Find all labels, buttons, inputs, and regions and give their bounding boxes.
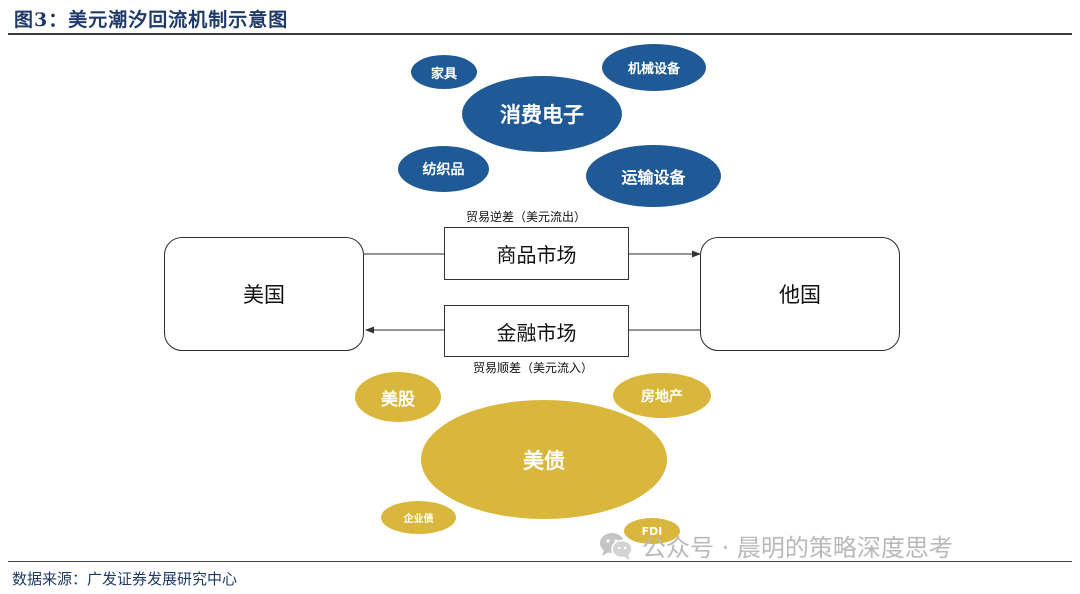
- figure-title: 图3：美元潮汐回流机制示意图: [14, 9, 289, 31]
- wechat-icon: [600, 532, 633, 560]
- financial-market-box: 金融市场: [444, 305, 629, 357]
- country-box-other: 他国: [700, 237, 900, 351]
- bubble-us-treasuries: 美债: [421, 400, 667, 519]
- bubble-us-treasuries-label: 美债: [523, 448, 565, 473]
- bubble-fdi-label: FDI: [641, 524, 663, 538]
- goods-market-box: 商品市场: [444, 227, 629, 280]
- trade-surplus-caption: 贸易顺差（美元流入）: [473, 361, 594, 375]
- country-label-other: 他国: [779, 283, 821, 307]
- bubble-consumer-electronics: 消费电子: [462, 76, 622, 152]
- watermark-text: 公众号 · 晨明的策略深度思考: [642, 534, 953, 562]
- bubble-corporate-bonds: 企业债: [381, 501, 456, 534]
- country-label-usa: 美国: [243, 283, 285, 307]
- bubble-us-stocks-label: 美股: [381, 389, 415, 410]
- bubble-corporate-bonds-label: 企业债: [403, 514, 434, 525]
- source-divider: [8, 561, 1072, 562]
- bubble-real-estate: 房地产: [613, 373, 711, 418]
- trade-deficit-caption: 贸易逆差（美元流出）: [466, 210, 587, 224]
- country-box-usa: 美国: [164, 237, 364, 351]
- bubble-furniture: 家具: [411, 55, 477, 89]
- bubble-textiles-label: 纺织品: [422, 162, 465, 178]
- title-divider: [8, 33, 1072, 35]
- bubble-real-estate-label: 房地产: [641, 388, 683, 405]
- bubble-consumer-electronics-label: 消费电子: [500, 103, 584, 127]
- bubble-machinery: 机械设备: [602, 44, 706, 91]
- goods-market-label: 商品市场: [496, 243, 577, 267]
- bubble-machinery-label: 机械设备: [627, 62, 680, 77]
- source-note: 数据来源：广发证券发展研究中心: [12, 570, 238, 588]
- bubble-textiles: 纺织品: [398, 146, 489, 192]
- bubble-transport-equipment-label: 运输设备: [621, 168, 686, 187]
- bubble-transport-equipment: 运输设备: [586, 145, 721, 207]
- watermark: 公众号 · 晨明的策略深度思考: [598, 528, 953, 563]
- bubble-us-stocks: 美股: [355, 372, 441, 422]
- financial-market-label: 金融市场: [496, 320, 577, 345]
- bubble-furniture-label: 家具: [430, 66, 457, 82]
- bubble-fdi: FDI: [624, 518, 680, 544]
